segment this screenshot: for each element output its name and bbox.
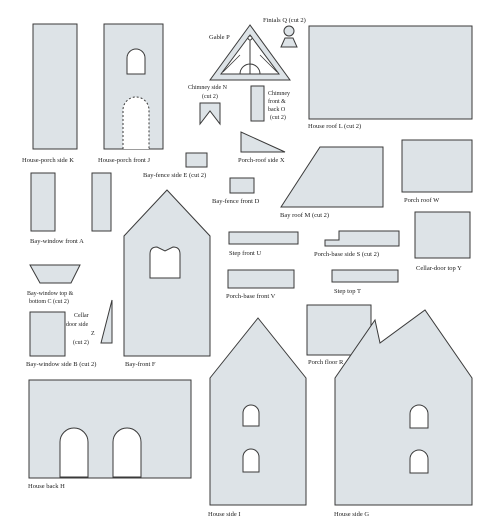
piece-house-porch-front-j (103, 23, 164, 150)
piece-bay-fence-side-e (185, 152, 208, 168)
piece-porch-roof-w (401, 139, 473, 193)
piece-step-top-t (331, 269, 399, 283)
label-cellar-door-side-z-line2: door side (66, 322, 89, 328)
label-bay-roof-m: Bay roof M (cut 2) (280, 212, 329, 219)
piece-chimney-side-n (199, 102, 221, 126)
piece-bay-roof-m (280, 146, 384, 208)
label-step-front-u: Step front U (229, 250, 261, 257)
label-bay-fence-front-d: Bay-fence front D (212, 198, 260, 205)
label-chimney-front-back-o-line1: Chimney (268, 91, 290, 97)
piece-finials-q (280, 25, 298, 48)
label-chimney-side-n-line2: (cut 2) (202, 93, 218, 100)
label-chimney-front-back-o: Chimney front & back O (cut 2) (268, 91, 292, 121)
label-bay-fence-side-e: Bay-fence side E (cut 2) (143, 172, 206, 179)
label-bay-window-top-bottom-c-line2: bottom C (cut 2) (29, 298, 69, 305)
label-porch-base-side-s: Porch-base side S (cut 2) (314, 251, 379, 258)
piece-cellar-door-top-y (414, 211, 471, 259)
piece-house-porch-side-k (32, 23, 78, 150)
label-bay-window-front-a: Bay-window front A (30, 238, 84, 245)
piece-bay-front-f (123, 189, 211, 357)
label-house-back-h: House back H (28, 483, 65, 490)
piece-cellar-door-side-z (100, 299, 113, 344)
label-chimney-front-back-o-line2: front & (268, 98, 286, 105)
label-porch-roof-side-x: Porch-roof side X (238, 157, 285, 164)
piece-bay-fence-front-d (229, 177, 255, 194)
label-bay-window-top-bottom-c-line1: Bay-window top & (27, 291, 74, 297)
label-porch-floor-r: Porch floor R (308, 359, 344, 366)
label-cellar-door-side-z-line4: (cut 2) (73, 339, 89, 346)
piece-gable-p (209, 24, 291, 81)
label-cellar-door-top-y: Cellar-door top Y (416, 265, 462, 272)
label-house-side-i: House side I (208, 511, 241, 518)
label-cellar-door-side-z: Cellar door side Z (cut 2) (66, 313, 96, 346)
label-gable-p: Gable P (209, 34, 230, 41)
label-house-side-g: House side G (334, 511, 369, 518)
piece-house-side-i (209, 317, 307, 506)
label-chimney-side-n-line1: Chimney side N (188, 85, 228, 91)
label-house-porch-front-j: House-porch front J (98, 157, 150, 164)
label-porch-roof-w: Porch roof W (404, 197, 440, 204)
piece-bay-window-side-b (29, 311, 66, 357)
piece-porch-base-side-s (324, 230, 400, 247)
label-bay-window-side-b: Bay-window side B (cut 2) (26, 361, 96, 368)
label-chimney-front-back-o-line3: back O (268, 107, 286, 113)
label-bay-front-f: Bay-front F (125, 361, 156, 368)
piece-chimney-front-back-o (250, 85, 265, 122)
piece-bay-window-top-bottom-c (29, 264, 81, 284)
label-step-top-t: Step top T (334, 288, 361, 295)
label-chimney-front-back-o-line4: (cut 2) (270, 114, 286, 121)
label-porch-base-front-v: Porch-base front V (226, 293, 276, 300)
piece-house-side-g (334, 309, 473, 506)
label-cellar-door-side-z-line3: Z (91, 331, 95, 337)
label-house-porch-side-k: House-porch side K (22, 157, 74, 164)
piece-bay-window-front-a (30, 172, 112, 232)
label-bay-window-top-bottom-c: Bay-window top & bottom C (cut 2) (27, 291, 75, 305)
label-finials-q: Finials Q (cut 2) (263, 17, 306, 24)
piece-house-back-h (28, 379, 192, 479)
piece-step-front-u (228, 231, 299, 245)
label-cellar-door-side-z-line1: Cellar (74, 313, 89, 319)
piece-porch-roof-side-x (240, 131, 286, 153)
label-house-roof-l: House roof L (cut 2) (308, 123, 361, 130)
piece-porch-base-front-v (227, 269, 295, 289)
piece-house-roof-l (308, 25, 473, 120)
label-chimney-side-n: Chimney side N (cut 2) (188, 85, 229, 100)
